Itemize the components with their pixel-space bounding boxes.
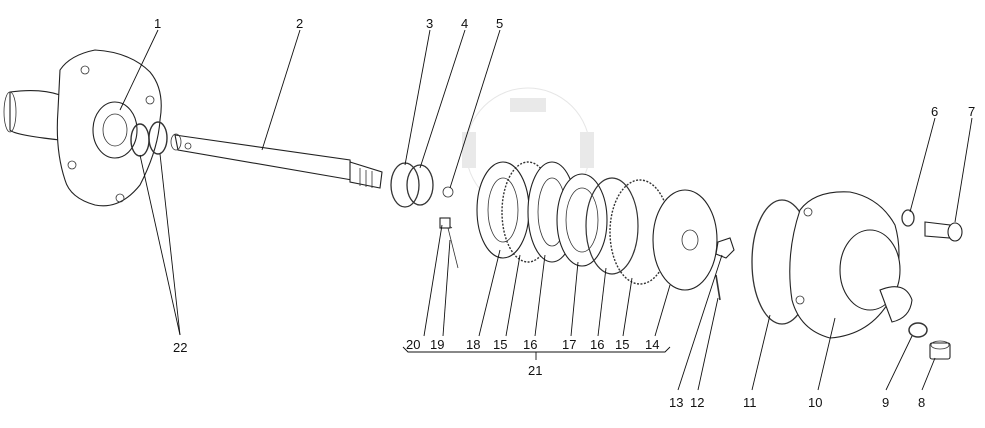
label-18: 18 [466, 337, 480, 352]
part-3-snap-ring [390, 162, 420, 208]
label-14: 14 [645, 337, 659, 352]
label-1: 1 [154, 16, 161, 31]
part-12-cotter-pin [715, 274, 721, 301]
label-15b: 15 [615, 337, 629, 352]
part-2-shaft [170, 133, 383, 189]
part-20-19-spring-pin [439, 217, 459, 269]
label-15a: 15 [493, 337, 507, 352]
part-6-lock-washer [901, 209, 915, 227]
part-9-seal-washer [908, 322, 928, 338]
label-5: 5 [496, 16, 503, 31]
part-13-castle-nut [715, 237, 735, 259]
part-14-pressure-plate [652, 189, 718, 291]
part-16-steel-disc-b [585, 177, 639, 275]
label-21: 21 [528, 363, 542, 378]
part-17-piston [556, 173, 608, 267]
label-3: 3 [426, 16, 433, 31]
part-5-ball [442, 186, 454, 198]
label-8: 8 [918, 395, 925, 410]
part-10-cover-housing [789, 191, 913, 339]
part-8-drain-plug [929, 340, 951, 360]
label-17: 17 [562, 337, 576, 352]
label-4: 4 [461, 16, 468, 31]
part-1-housing-flange [3, 49, 162, 207]
label-6: 6 [931, 104, 938, 119]
part-7-bolt [924, 221, 963, 242]
part-4-circlip [406, 164, 434, 206]
label-16b: 16 [590, 337, 604, 352]
label-12: 12 [690, 395, 704, 410]
label-19: 19 [430, 337, 444, 352]
label-2: 2 [296, 16, 303, 31]
label-20: 20 [406, 337, 420, 352]
label-13: 13 [669, 395, 683, 410]
label-10: 10 [808, 395, 822, 410]
part-18-hub [476, 161, 530, 259]
part-number-labels: 1 2 3 4 5 6 7 22 20 19 18 15 16 17 16 15… [154, 16, 975, 410]
label-22: 22 [173, 340, 187, 355]
label-11: 11 [743, 395, 757, 410]
leader-lines [119, 29, 973, 391]
label-7: 7 [968, 104, 975, 119]
label-9: 9 [882, 395, 889, 410]
label-16a: 16 [523, 337, 537, 352]
